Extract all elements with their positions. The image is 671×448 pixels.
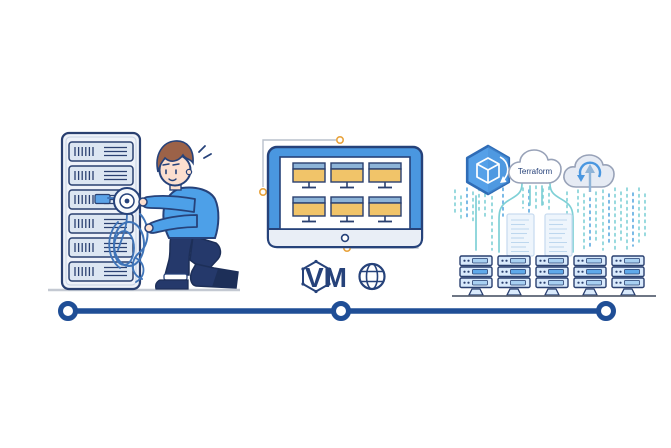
rack-unit [68, 261, 134, 282]
flow-lines [475, 183, 574, 253]
server-tower [573, 255, 607, 296]
technician-front-shoe [154, 279, 189, 290]
vm-icon [330, 196, 364, 223]
server-tower [535, 255, 569, 296]
timeline [58, 301, 616, 321]
server-tower-row [459, 255, 645, 296]
technician-hair [156, 140, 194, 173]
terraform-label: Terraform [518, 167, 553, 176]
vm-grid [292, 162, 402, 223]
vm-hexagon-dots [301, 259, 331, 294]
vm-monitor [266, 145, 424, 249]
cable-spool-icon [113, 187, 141, 215]
decor-ring-top [335, 136, 344, 145]
timeline-node-3 [596, 301, 616, 321]
stress-marks [198, 145, 212, 159]
technician-hand-upper [138, 197, 148, 207]
technician-front-leg [164, 235, 194, 276]
technician [138, 140, 239, 290]
vm-icon [330, 162, 364, 189]
vm-logo-text: VM [305, 262, 347, 293]
terraform-cloud-icon: Terraform [508, 149, 562, 184]
server-tower [611, 255, 645, 296]
timeline-node-2 [331, 301, 351, 321]
rack-unit [68, 165, 134, 186]
decor-ring-left [258, 188, 267, 197]
config-file [544, 213, 573, 262]
code-rain [454, 185, 646, 253]
vm-icon [368, 196, 402, 223]
globe-icon [358, 262, 386, 291]
technician-back-shoe [212, 269, 238, 288]
technician-face [162, 163, 180, 182]
rack-unit [68, 237, 134, 258]
technician-hand-lower [144, 223, 154, 233]
cube-provision-icon [465, 144, 511, 196]
timeline-node-1 [58, 301, 78, 321]
stage-iac: Terraform [452, 144, 656, 297]
technician-upper-arm [140, 195, 196, 213]
technician-ear [185, 168, 193, 176]
vm-icon [368, 162, 402, 189]
config-files [506, 213, 573, 262]
config-file [506, 213, 535, 262]
cloud-upload-icon [563, 154, 615, 192]
vm-logo: VM [301, 259, 347, 294]
server-tower [497, 255, 531, 296]
rack-unit [68, 141, 134, 162]
technician-torso [162, 186, 220, 239]
monitor-button [340, 233, 350, 243]
vm-icon [292, 196, 326, 223]
server-tower [459, 255, 493, 296]
vm-icon [292, 162, 326, 189]
stage-physical-servers [48, 131, 240, 292]
technician-sock [163, 273, 188, 281]
stage-virtualization: VM [258, 136, 424, 294]
